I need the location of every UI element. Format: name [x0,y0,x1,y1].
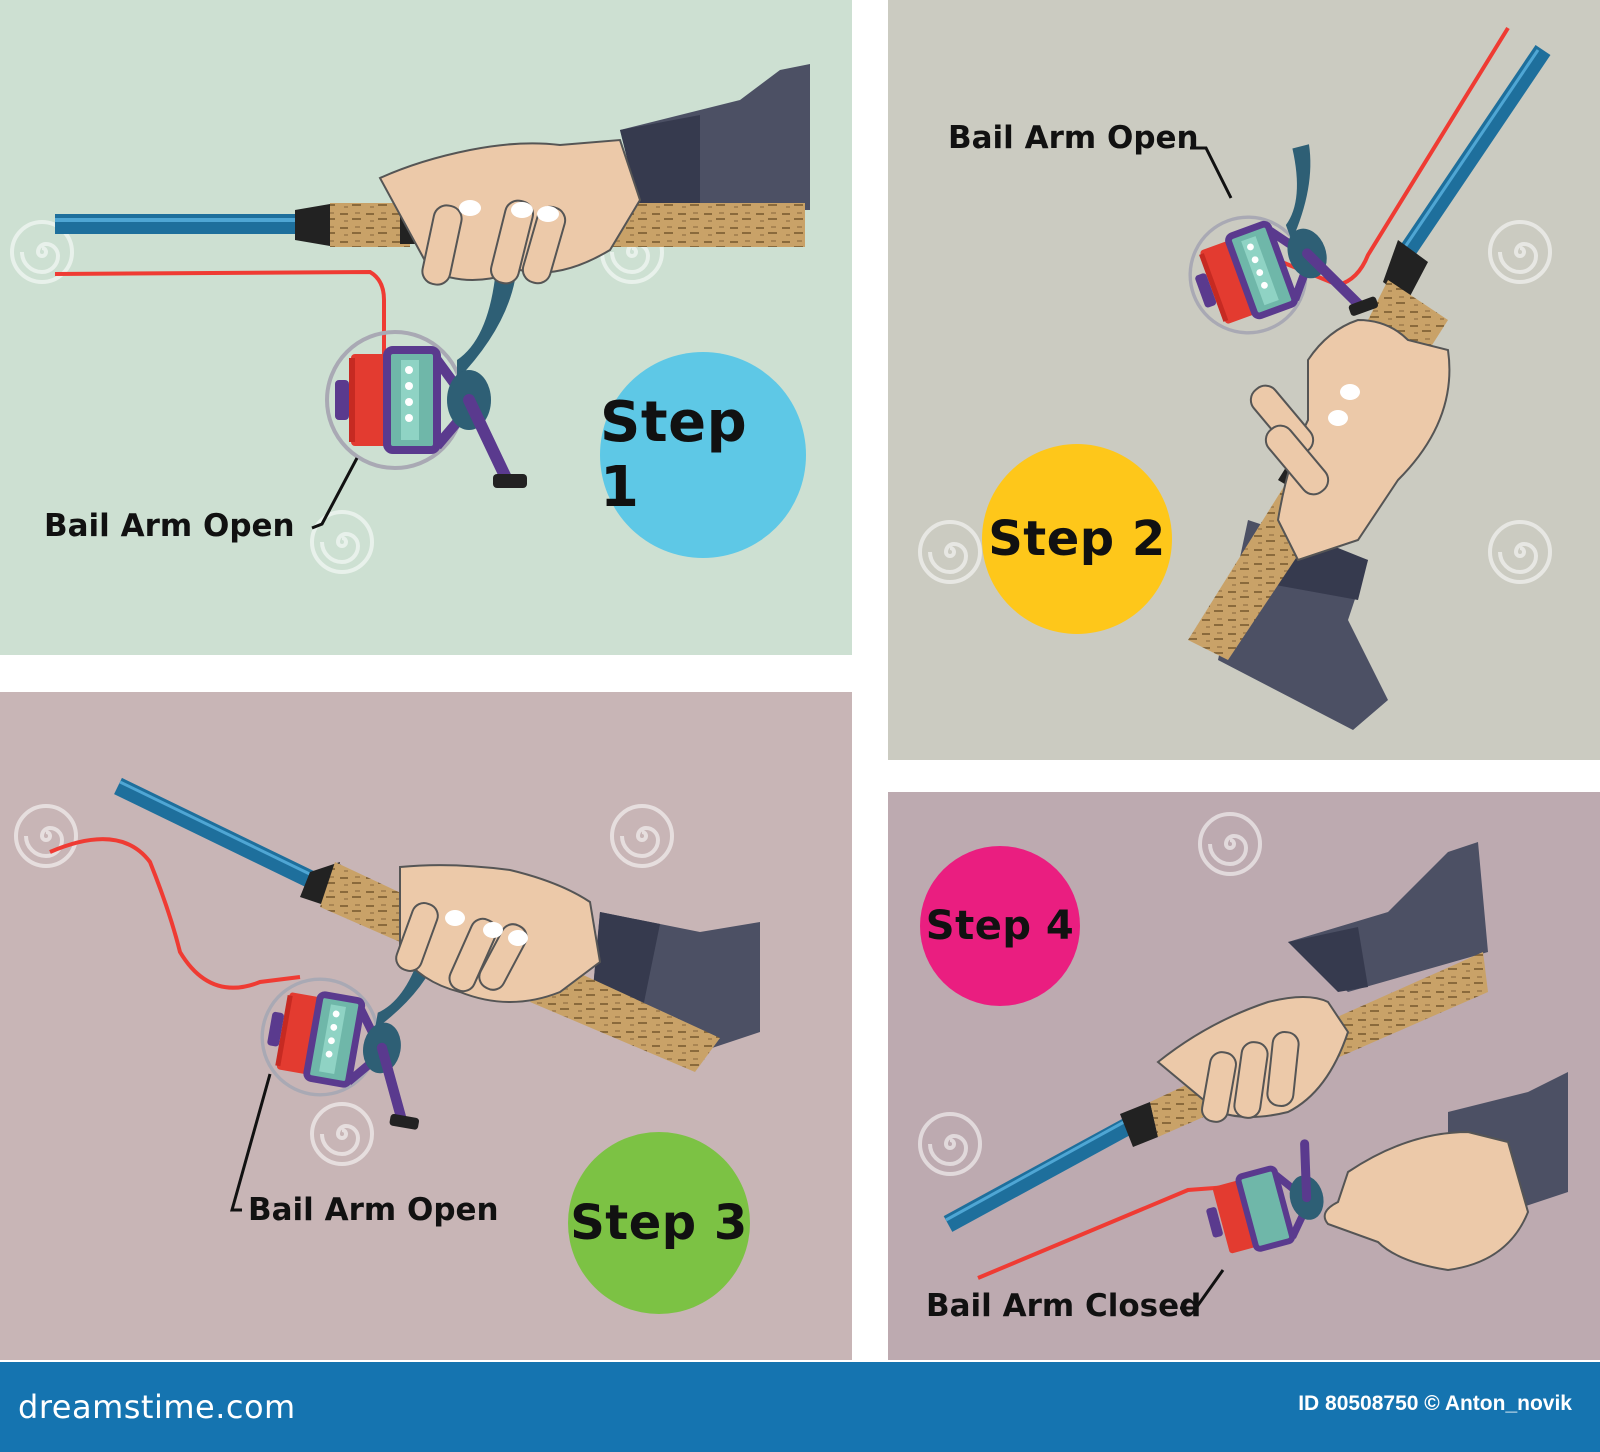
step-1-illustration [0,0,852,655]
step-2-callout: Bail Arm Open [948,120,1199,156]
step-2-panel: Step 2 Bail Arm Open [888,0,1600,760]
step-4-callout: Bail Arm Closed [926,1288,1201,1324]
step-1-badge: Step 1 [600,352,806,558]
step-3-badge: Step 3 [568,1132,750,1314]
step-4-label: Step 4 [925,903,1075,949]
dreamstime-logo[interactable]: dreamstime.com [18,1388,296,1426]
step-4-callout-text: Bail Arm Closed [926,1288,1202,1324]
image-credit: ID 80508750 © Anton_novik [1298,1392,1572,1415]
step-3-callout: Bail Arm Open [248,1192,499,1228]
step-3-callout-text: Bail Arm Open [248,1192,499,1228]
step-2-illustration [888,0,1600,760]
step-3-panel: Step 3 Bail Arm Open [0,692,852,1360]
step-4-badge: Step 4 [920,846,1080,1006]
step-1-callout-text: Bail Arm Open [44,508,295,544]
step-2-callout-text: Bail Arm Open [948,120,1199,156]
step-1-callout: Bail Arm Open [44,508,295,544]
step-2-label: Step 2 [988,511,1166,567]
step-1-panel: Step 1 Bail Arm Open [0,0,852,655]
step-3-label: Step 3 [570,1195,748,1251]
step-1-label: Step 1 [600,390,748,520]
step-4-panel: Step 4 Bail Arm Closed [888,792,1600,1360]
footer-bar: dreamstime.com ID 80508750 © Anton_novik [0,1362,1600,1452]
step-2-badge: Step 2 [982,444,1172,634]
